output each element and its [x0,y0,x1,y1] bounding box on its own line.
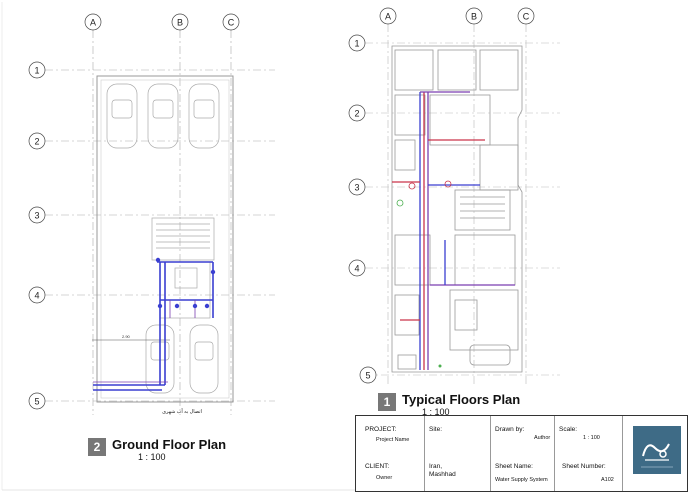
grid-label-2-typical: 2 [354,109,359,119]
grid-label-2: 2 [34,137,39,147]
scale-label: Scale: [559,426,578,433]
logo-mark-icon [641,443,673,468]
grid-label-3-typical: 3 [354,183,359,193]
ground-annotation: اتصال به آب شهری [162,408,202,415]
title-block: PROJECT: Project Name Site: Drawn by: Au… [355,415,688,492]
grid-label-4-typical: 4 [354,264,359,274]
typical-floors-plan: A B C 1 2 3 4 5 [348,7,560,385]
grid-label-1-typical: 1 [354,39,359,49]
site-value: Iran, Mashhad [429,463,456,478]
typical-view-scale: 1 : 100 [422,407,450,417]
drawn-by-label: Drawn by: [495,426,525,433]
ground-floor-plan: 2.90 اتصال به آب شهری [28,13,275,415]
site-label: Site: [429,426,443,433]
grid-label-a-typical: A [385,12,391,22]
typical-view-number: 1 [378,393,396,411]
sheet-number-label: Sheet Number: [562,463,606,470]
project-label: PROJECT: [365,426,397,433]
grid-label-b-typical: B [471,12,477,22]
ground-view-scale: 1 : 100 [138,452,166,462]
ground-view-title: 2 Ground Floor Plan 1 : 100 [88,438,226,462]
sheet-name-value: Water Supply System [495,477,548,483]
project-value: Project Name [376,437,410,443]
grid-label-5-typical: 5 [365,371,370,381]
drawn-by-value: Author [534,435,551,441]
grid-label-4: 4 [34,291,39,301]
grid-label-1: 1 [34,66,39,76]
grid-label-5: 5 [34,397,39,407]
scale-value: 1 : 100 [583,435,600,441]
company-logo [633,426,681,474]
typical-view-title: 1 Typical Floors Plan 1 : 100 [378,393,520,417]
grid-label-c: C [228,18,235,28]
grid-label-c-typical: C [523,12,530,22]
ground-view-number: 2 [88,438,106,456]
sheet-name-label: Sheet Name: [495,463,533,470]
grid-label-b: B [177,18,183,28]
ground-view-name: Ground Floor Plan [112,437,227,452]
grid-label-a: A [90,18,96,28]
client-label: CLIENT: [365,463,390,470]
typical-view-name: Typical Floors Plan [402,392,521,407]
client-value: Owner [376,475,393,481]
dimension-label: 2.90 [122,334,131,339]
grid-label-3: 3 [34,211,39,221]
sheet-number-value: A102 [601,477,614,483]
